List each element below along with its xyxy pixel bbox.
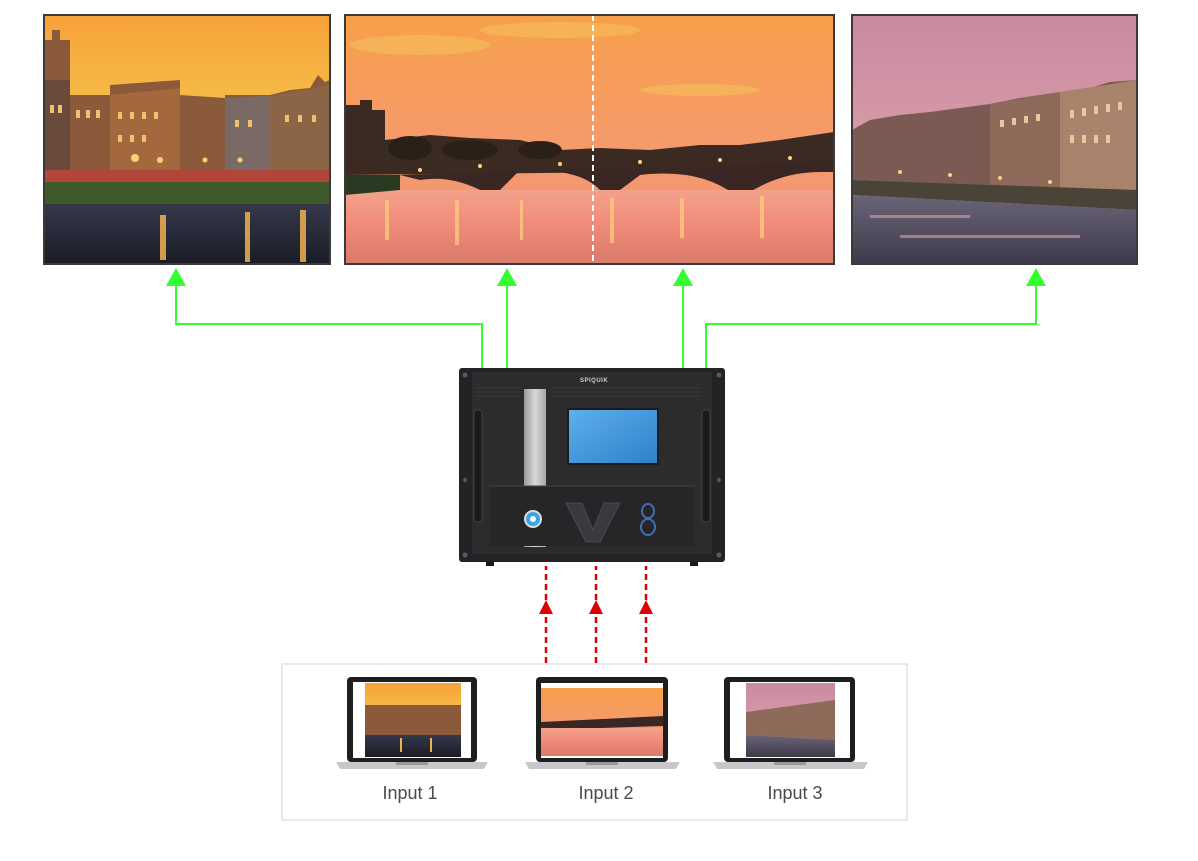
output-connections bbox=[175, 284, 1037, 368]
input-label-1: Input 1 bbox=[382, 783, 438, 803]
output-line-right bbox=[705, 284, 1037, 368]
screen-left bbox=[43, 14, 331, 265]
processor-lcd-screen bbox=[567, 408, 659, 465]
arrowhead-left bbox=[166, 268, 186, 286]
screen-center bbox=[344, 14, 835, 265]
processor-brand: SPIQUIK bbox=[580, 378, 608, 384]
logo-eight-icon bbox=[640, 503, 656, 536]
arrowhead-right bbox=[1026, 268, 1046, 286]
handle-left bbox=[473, 409, 483, 523]
input-connections bbox=[544, 566, 648, 663]
laptop-input-2 bbox=[525, 677, 680, 769]
power-button bbox=[524, 510, 542, 528]
input-arrowhead-1 bbox=[539, 600, 553, 614]
handle-right bbox=[701, 409, 711, 523]
arrowhead-center-right bbox=[673, 268, 693, 286]
input-arrowhead-3 bbox=[639, 600, 653, 614]
input-label-3: Input 3 bbox=[767, 783, 823, 803]
output-line-left bbox=[175, 284, 483, 368]
screen-right bbox=[851, 14, 1138, 265]
laptop-input-3 bbox=[713, 677, 868, 769]
video-wall-processor: SPIQUIK bbox=[459, 368, 725, 566]
laptop-input-1 bbox=[336, 677, 488, 769]
arrowhead-center-left bbox=[497, 268, 517, 286]
input-arrowhead-2 bbox=[589, 600, 603, 614]
input-label-2: Input 2 bbox=[578, 783, 634, 803]
v-logo-icon bbox=[565, 502, 621, 543]
